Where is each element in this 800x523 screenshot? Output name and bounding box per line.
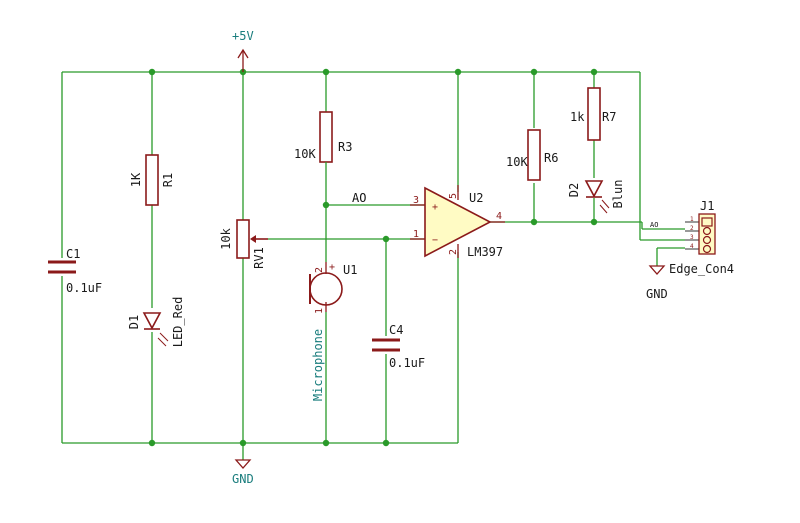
r1-value: 1K: [129, 172, 143, 187]
junctions: [148, 68, 598, 447]
gnd-connector-label: GND: [646, 287, 668, 301]
u1-ref: U1: [343, 263, 357, 277]
junction-dot: [322, 201, 330, 209]
junction-dot: [530, 218, 538, 226]
u1-pin2: 2: [314, 267, 325, 273]
vcc-label: +5V: [232, 29, 254, 43]
rv1-value: 10k: [219, 227, 233, 249]
junction-dot: [322, 439, 330, 447]
junction-dot: [239, 439, 247, 447]
d2-value: Blun: [611, 180, 625, 209]
led-d2: D2 Blun: [567, 180, 625, 214]
gnd-symbol-connector: GND: [646, 265, 668, 301]
junction-dot: [148, 68, 156, 76]
u1-value: Microphone: [311, 329, 325, 401]
j1-pin4: 4: [690, 243, 694, 250]
gnd-symbol: GND: [232, 459, 254, 486]
d2-ref: D2: [567, 183, 581, 197]
c1-value: 0.1uF: [66, 281, 102, 295]
junction-dot: [382, 439, 390, 447]
junction-dot: [454, 68, 462, 76]
microphone-u1: 2 + 1 U1 Microphone: [309, 262, 357, 401]
j1-pin1: 1: [690, 216, 694, 223]
resistor-r6: R6 10K: [506, 129, 558, 181]
u1-pin1: 1: [314, 308, 325, 314]
u2-pin1: 1: [413, 229, 419, 240]
junction-dot: [322, 68, 330, 76]
u2-value: LM397: [467, 245, 503, 259]
c4-ref: C4: [389, 323, 403, 337]
j1-pin2: 2: [690, 225, 694, 232]
j1-value: Edge_Con4: [669, 262, 734, 276]
r6-ref: R6: [544, 151, 558, 165]
u2-plus-sign: +: [432, 202, 438, 213]
r7-ref: R7: [602, 110, 616, 124]
capacitor-c4: C4 0.1uF: [372, 323, 425, 370]
junction-dot: [530, 68, 538, 76]
u1-plus: +: [329, 262, 335, 273]
gnd-label: GND: [232, 472, 254, 486]
r3-value: 10K: [294, 147, 316, 161]
rv1-ref: RV1: [252, 247, 266, 269]
net-label-ao: AO: [352, 191, 366, 205]
junction-dot: [590, 218, 598, 226]
net-label-ao-connector: AO: [650, 221, 658, 229]
u2-pin4: 4: [496, 211, 502, 222]
u2-pin2: 2: [448, 249, 459, 255]
u2-ref: U2: [469, 191, 483, 205]
wires: [61, 71, 685, 460]
u2-minus-sign: −: [432, 235, 438, 246]
c4-value: 0.1uF: [389, 356, 425, 370]
resistor-r3: R3 10K: [294, 111, 352, 180]
c1-ref: C1: [66, 247, 80, 261]
junction-dot: [590, 68, 598, 76]
r1-ref: R1: [161, 173, 175, 187]
d1-ref: D1: [127, 315, 141, 329]
potentiometer-rv1: 10k RV1: [219, 219, 268, 269]
u2-pin3: 3: [413, 195, 419, 206]
junction-dot: [148, 439, 156, 447]
comparator-u2: + − 3 1 5 2 4 U2 LM397: [410, 185, 505, 259]
j1-ref: J1: [700, 199, 714, 213]
vcc-symbol: +5V: [232, 29, 254, 72]
resistor-r7: R7 1k: [570, 87, 616, 141]
connector-j1: 1 2 3 4 J1 Edge_Con4 AO: [650, 199, 734, 276]
resistor-r1: R1 1K: [129, 154, 175, 206]
capacitor-c1: C1 0.1uF: [48, 247, 102, 295]
r7-value: 1k: [570, 110, 585, 124]
j1-pin3: 3: [690, 234, 694, 241]
junction-dot: [382, 235, 390, 243]
r3-ref: R3: [338, 140, 352, 154]
d1-value: LED_Red: [171, 297, 185, 348]
u2-pin5: 5: [448, 193, 459, 199]
led-d1: D1 LED_Red: [127, 297, 185, 348]
r6-value: 10K: [506, 155, 528, 169]
